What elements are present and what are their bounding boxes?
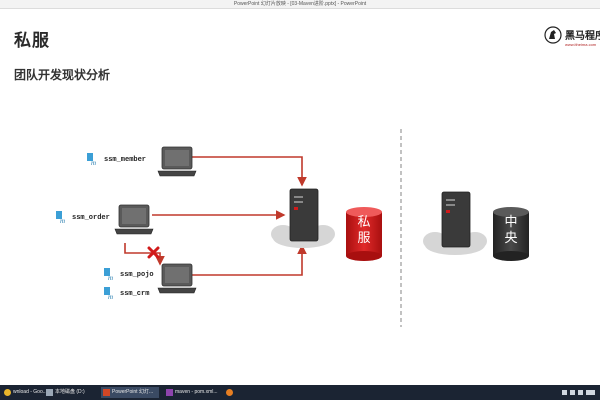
svg-text:m: m	[108, 293, 113, 301]
slide: 私服 团队开发现状分析 黑马程序 www.itheima.com	[0, 9, 600, 385]
slide-title: 私服	[14, 31, 50, 50]
editor-icon	[166, 389, 173, 396]
repository-diagram: m m m m	[56, 129, 529, 327]
taskbar-item-app[interactable]	[224, 387, 236, 398]
powerpoint-icon	[103, 389, 110, 396]
private-server-icon	[289, 188, 319, 242]
taskbar-item-powerpoint[interactable]: PowerPoint 幻灯...	[101, 387, 159, 398]
system-tray-icon[interactable]	[562, 388, 596, 397]
maven-module-icon: m	[104, 268, 113, 282]
brand-name: 黑马程序	[565, 31, 600, 42]
maven-module-icon: m	[56, 211, 65, 225]
module-label-member: ssm_member	[104, 156, 147, 164]
maven-module-icon: m	[87, 153, 96, 167]
module-label-crm: ssm_crm	[120, 290, 150, 298]
computer-member	[157, 146, 197, 177]
svg-text:m: m	[91, 159, 96, 167]
module-label-order: ssm_order	[72, 214, 110, 222]
svg-text:m: m	[60, 217, 65, 225]
brand-logo: 黑马程序 www.itheima.com	[541, 23, 600, 53]
computer-order	[114, 204, 154, 235]
window-title-bar: PowerPoint 幻灯片放映 - [03-Maven进阶.pptx] - P…	[0, 0, 600, 9]
computer-pojo-crm	[157, 263, 197, 294]
dependency-arrows	[124, 156, 307, 276]
central-repo-icon	[493, 207, 529, 261]
taskbar: wnload - Goo... 本地磁盘 (D:) PowerPoint 幻灯.…	[0, 385, 600, 400]
taskbar-item-explorer[interactable]: 本地磁盘 (D:)	[44, 387, 96, 398]
svg-text:m: m	[108, 274, 113, 282]
central-repo-label: 中 央	[504, 215, 518, 246]
window-title: PowerPoint 幻灯片放映 - [03-Maven进阶.pptx] - P…	[233, 1, 367, 7]
drive-icon	[46, 389, 53, 396]
private-repo-icon	[346, 207, 382, 261]
app-icon	[226, 389, 233, 396]
private-repo-label: 私 服	[357, 215, 371, 246]
module-label-pojo: ssm_pojo	[120, 271, 154, 279]
maven-module-icon: m	[104, 287, 113, 301]
brand-url: www.itheima.com	[565, 42, 597, 47]
slide-subtitle: 团队开发现状分析	[14, 68, 111, 82]
taskbar-item-editor[interactable]: maven - pom.xml...	[164, 387, 220, 398]
central-server-icon	[441, 191, 471, 248]
chrome-icon	[4, 389, 11, 396]
taskbar-item-chrome[interactable]: wnload - Goo...	[2, 387, 47, 398]
blocked-cross-icon	[147, 246, 160, 259]
brand-horse-icon	[544, 26, 562, 44]
